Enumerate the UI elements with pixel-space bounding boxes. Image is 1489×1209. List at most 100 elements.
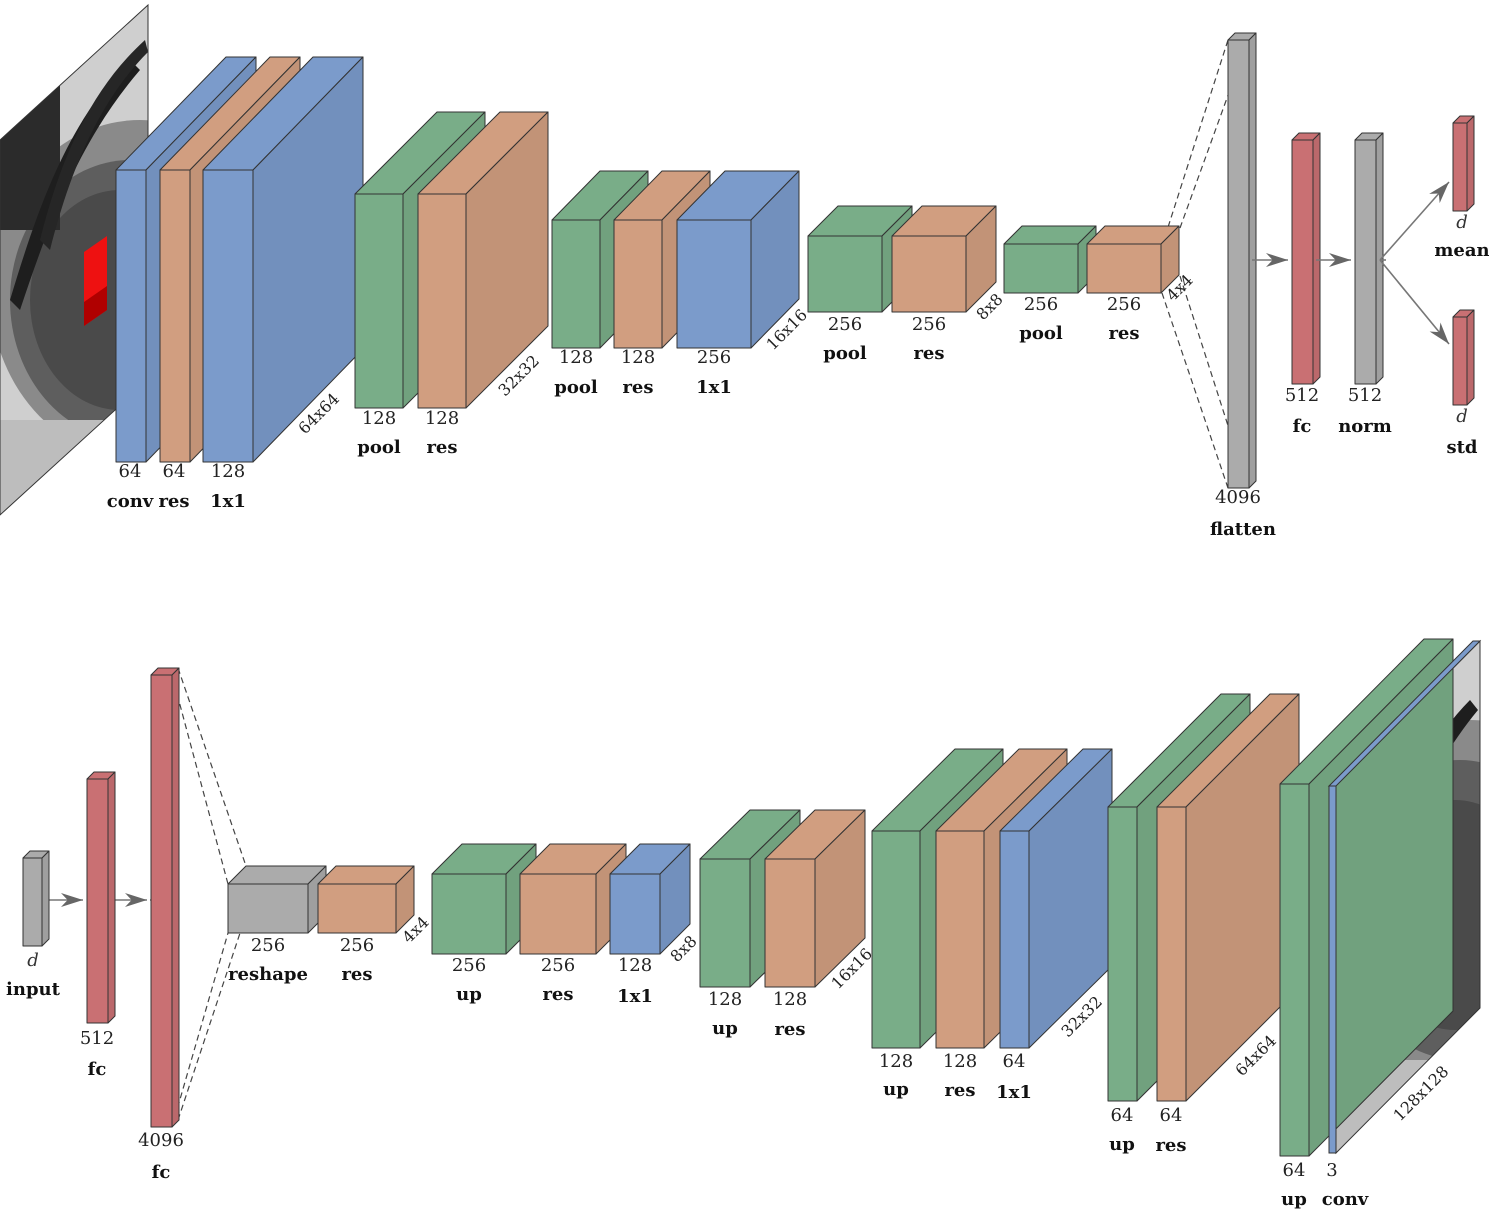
flatten-to-fc-arrow	[1252, 253, 1288, 267]
decoder-layer-label: res	[341, 964, 372, 985]
encoder-block-7-1x1	[676, 170, 800, 349]
norm-to-mean-arrow	[1379, 181, 1450, 261]
decoder-block-0-input	[22, 850, 50, 947]
decoder-layer-label: res	[542, 984, 573, 1005]
encoder-layer-label: pool	[823, 343, 867, 364]
encoder-channel-label: d	[1456, 406, 1468, 427]
encoder-block-15-mean	[1452, 115, 1475, 212]
decoder-block-1-fc	[86, 771, 116, 1024]
decoder-channel-label: 256	[541, 955, 575, 976]
encoder-channel-label: 64	[119, 461, 142, 482]
encoder-layer-label: conv	[107, 491, 154, 512]
decoder-layer-label: up	[883, 1079, 909, 1100]
encoder-channel-label: 256	[912, 314, 946, 335]
norm-to-std-arrow	[1379, 259, 1450, 345]
decoder-block-12-1x1	[999, 748, 1113, 1049]
encoder-flatten-projection-top	[1161, 39, 1229, 247]
decoder-channel-label: 256	[251, 935, 285, 956]
decoder-block-4-res	[317, 865, 415, 934]
encoder-channel-label: 64	[163, 461, 186, 482]
decoder-channel-label: 128	[943, 1051, 977, 1072]
encoder-layer-label: res	[622, 377, 653, 398]
encoder-channel-label: 512	[1348, 385, 1382, 406]
reshape-projection-bottom	[177, 914, 247, 1121]
encoder-block-13-fc	[1291, 132, 1321, 385]
decoder-channel-label: 4096	[138, 1130, 184, 1151]
encoder-block-11-res	[1086, 225, 1180, 294]
decoder-block-7-1x1	[609, 843, 691, 955]
encoder-channel-label: 256	[1024, 294, 1058, 315]
encoder-layer-label: res	[913, 343, 944, 364]
decoder-channel-label: 256	[340, 935, 374, 956]
encoder-layer-label: 1x1	[210, 491, 246, 512]
decoder-channel-label: 64	[1160, 1105, 1183, 1126]
encoder-channel-label: d	[1456, 212, 1468, 233]
reshape-projection-bottom	[171, 932, 229, 1128]
decoder-channel-label: 128	[708, 989, 742, 1010]
encoder-layer-label: res	[158, 491, 189, 512]
decoder-layer-label: fc	[88, 1059, 107, 1080]
decoder-layer-label: 1x1	[996, 1082, 1032, 1103]
decoder-channel-label: 64	[1111, 1105, 1134, 1126]
encoder-channel-label: 128	[621, 347, 655, 368]
encoder-layer-label: mean	[1434, 240, 1489, 261]
encoder-layer-label: pool	[357, 437, 401, 458]
decoder-channel-label: 256	[452, 955, 486, 976]
decoder-layer-label: res	[1155, 1135, 1186, 1156]
encoder-channel-label: 256	[1107, 294, 1141, 315]
reshape-projection-top	[171, 674, 229, 885]
decoder-channel-label: 128	[773, 989, 807, 1010]
decoder-channel-label: 128	[879, 1051, 913, 1072]
decoder-layer-label: res	[944, 1080, 975, 1101]
encoder-block-9-res	[891, 205, 997, 313]
encoder-block-16-std	[1452, 309, 1475, 406]
encoder-block-4-res	[417, 111, 549, 409]
encoder-layer-label: norm	[1338, 416, 1392, 437]
decoder-layer-label: input	[6, 979, 61, 1000]
decoder-layer-label: res	[774, 1019, 805, 1040]
decoder-channel-label: 64	[1003, 1051, 1026, 1072]
encoder-block-14-norm	[1354, 132, 1384, 385]
decoder-layer-label: up	[1109, 1134, 1135, 1155]
decoder-layer-label: fc	[152, 1162, 171, 1183]
encoder-layer-label: pool	[1019, 323, 1063, 344]
encoder-layer-label: res	[1108, 323, 1139, 344]
decoder-layer-label: up	[456, 984, 482, 1005]
encoder-layer-label: fc	[1293, 416, 1312, 437]
decoder-layer-label: up	[1281, 1189, 1307, 1209]
encoder-channel-label: 256	[828, 314, 862, 335]
decoder-block-3-reshape	[227, 865, 327, 934]
decoder-block-16-conv	[1327, 640, 1482, 1154]
encoder-layer-label: pool	[554, 377, 598, 398]
decoder-layer-label: reshape	[228, 964, 308, 985]
encoder-flatten-projection-bottom	[1161, 292, 1229, 489]
decoder-block-6-res	[519, 843, 627, 955]
encoder-block-2-1x1	[202, 56, 364, 463]
decoder-layer-label: conv	[1322, 1189, 1369, 1209]
encoder-layer-label: std	[1446, 437, 1477, 458]
decoder-channel-label: d	[27, 950, 39, 971]
reshape-projection-top	[177, 667, 247, 867]
decoder-block-2-fc	[150, 667, 180, 1128]
encoder-block-10-pool	[1003, 225, 1097, 294]
encoder-layer-label: flatten	[1210, 519, 1276, 540]
fc-to-norm-arrow	[1316, 253, 1351, 267]
input-to-fc-arrow	[48, 893, 83, 907]
decoder-block-9-res	[764, 809, 866, 988]
encoder-channel-label: 128	[425, 408, 459, 429]
encoder-channel-label: 128	[211, 461, 245, 482]
decoder-block-14-res	[1156, 693, 1300, 1102]
decoder-block-15-up	[1279, 638, 1454, 1157]
fc-to-fc-arrow	[112, 893, 147, 907]
encoder-channel-label: 256	[697, 347, 731, 368]
decoder-channel-label: 3	[1326, 1160, 1337, 1181]
encoder-channel-label: 512	[1285, 385, 1319, 406]
encoder-channel-label: 128	[362, 408, 396, 429]
encoder-layer-label: 1x1	[696, 377, 732, 398]
encoder-channel-label: 4096	[1215, 487, 1261, 508]
encoder-block-12-flatten	[1227, 32, 1257, 489]
decoder-channel-label: 512	[80, 1028, 114, 1049]
encoder-layer-label: res	[426, 437, 457, 458]
